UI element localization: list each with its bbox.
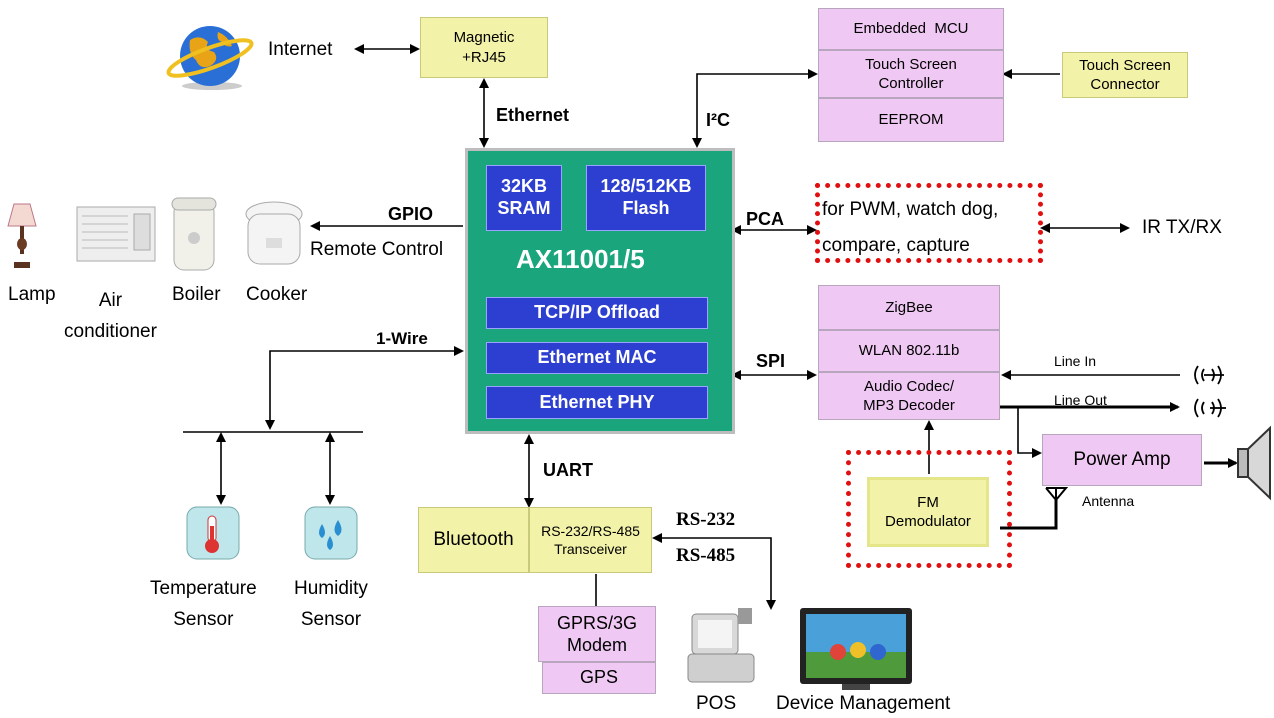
speaker-icon [1237,425,1271,501]
humidity-sensor-icon [304,506,358,560]
antenna-label: Antenna [1082,493,1135,509]
globe-icon [160,20,256,90]
ax11001-chip: 32KB SRAM 128/512KB Flash AX11001/5 TCP/… [465,148,735,434]
device-label-lamp: Lamp [8,284,56,305]
pca-functions-line2: compare, capture [822,235,970,256]
rs232-label: RS-232 [676,509,736,530]
pca-label: PCA [746,209,785,229]
power-amp-box: Power Amp [1042,434,1202,486]
ethernet-mac-block: Ethernet MAC [486,342,708,374]
lamp-icon [6,200,38,274]
embedded-mcu-box: Embedded MCU [818,8,1004,50]
pos-label: POS [696,693,737,714]
temperature-sensor-icon [186,506,240,560]
humidity-sensor-label: Humidity Sensor [294,578,368,631]
rs-link [652,533,776,610]
i2c-label: I²C [706,110,730,130]
pca-functions-box: for PWM, watch dog, compare, capture [815,183,1043,263]
onewire-label: 1-Wire [376,329,428,348]
chip-name: AX11001/5 [516,244,645,274]
tcpip-offload-block: TCP/IP Offload [486,297,708,329]
rs485-label: RS-485 [676,545,736,566]
pca-functions-line1: for PWM, watch dog, [822,199,999,220]
ethernet-phy-block: Ethernet PHY [486,386,708,419]
zigbee-box: ZigBee [818,285,1000,330]
temperature-sensor-label: Temperature Sensor [150,578,257,631]
ethernet-label: Ethernet [496,105,570,125]
touch-screen-connector-box: Touch Screen Connector [1062,52,1188,98]
sram-block: 32KB SRAM [486,165,562,231]
uart-label: UART [543,460,593,480]
rs-transceiver-box: RS-232/RS-485 Transceiver [529,507,652,573]
fm-demodulator-highlight: FM Demodulator [846,450,1012,568]
device-label-boiler: Boiler [172,284,221,305]
gprs-modem-box: GPRS/3G Modem [538,606,656,662]
touch-screen-controller-box: Touch Screen Controller [818,50,1004,98]
fm-demodulator-box: FM Demodulator [867,477,989,547]
eeprom-box: EEPROM [818,98,1004,142]
gpio-label: GPIO [388,204,434,224]
antenna-link [1000,500,1058,530]
line-in-signal-icon [1194,365,1224,385]
line-out-signal-icon [1194,398,1226,418]
remote-control-label: Remote Control [310,239,444,260]
device-label-air-conditioner: Air conditioner [64,290,157,343]
antenna-icon [1045,487,1069,502]
magnetic-rj45-box: Magnetic +RJ45 [420,17,548,78]
cooker-icon [244,200,304,272]
pos-terminal-icon [686,604,758,686]
air-conditioner-icon [76,206,156,262]
i2c-link [692,69,818,148]
ir-txrx-label: IR TX/RX [1142,217,1222,238]
device-label-cooker: Cooker [246,284,308,305]
line-in-label: Line In [1054,353,1097,369]
flash-block: 128/512KB Flash [586,165,706,231]
internet-label: Internet [268,39,333,60]
audio-codec-box: Audio Codec/ MP3 Decoder [818,372,1000,420]
boiler-icon [168,194,220,274]
device-management-monitor-icon [798,606,914,692]
bluetooth-box: Bluetooth [418,507,529,573]
device-management-label: Device Management [776,693,951,714]
line-out-label: Line Out [1054,392,1107,408]
wlan-box: WLAN 802.11b [818,330,1000,372]
power-amp-feed [1017,407,1042,458]
onewire-link [265,346,464,430]
spi-label: SPI [756,351,786,371]
gps-box: GPS [542,662,656,694]
